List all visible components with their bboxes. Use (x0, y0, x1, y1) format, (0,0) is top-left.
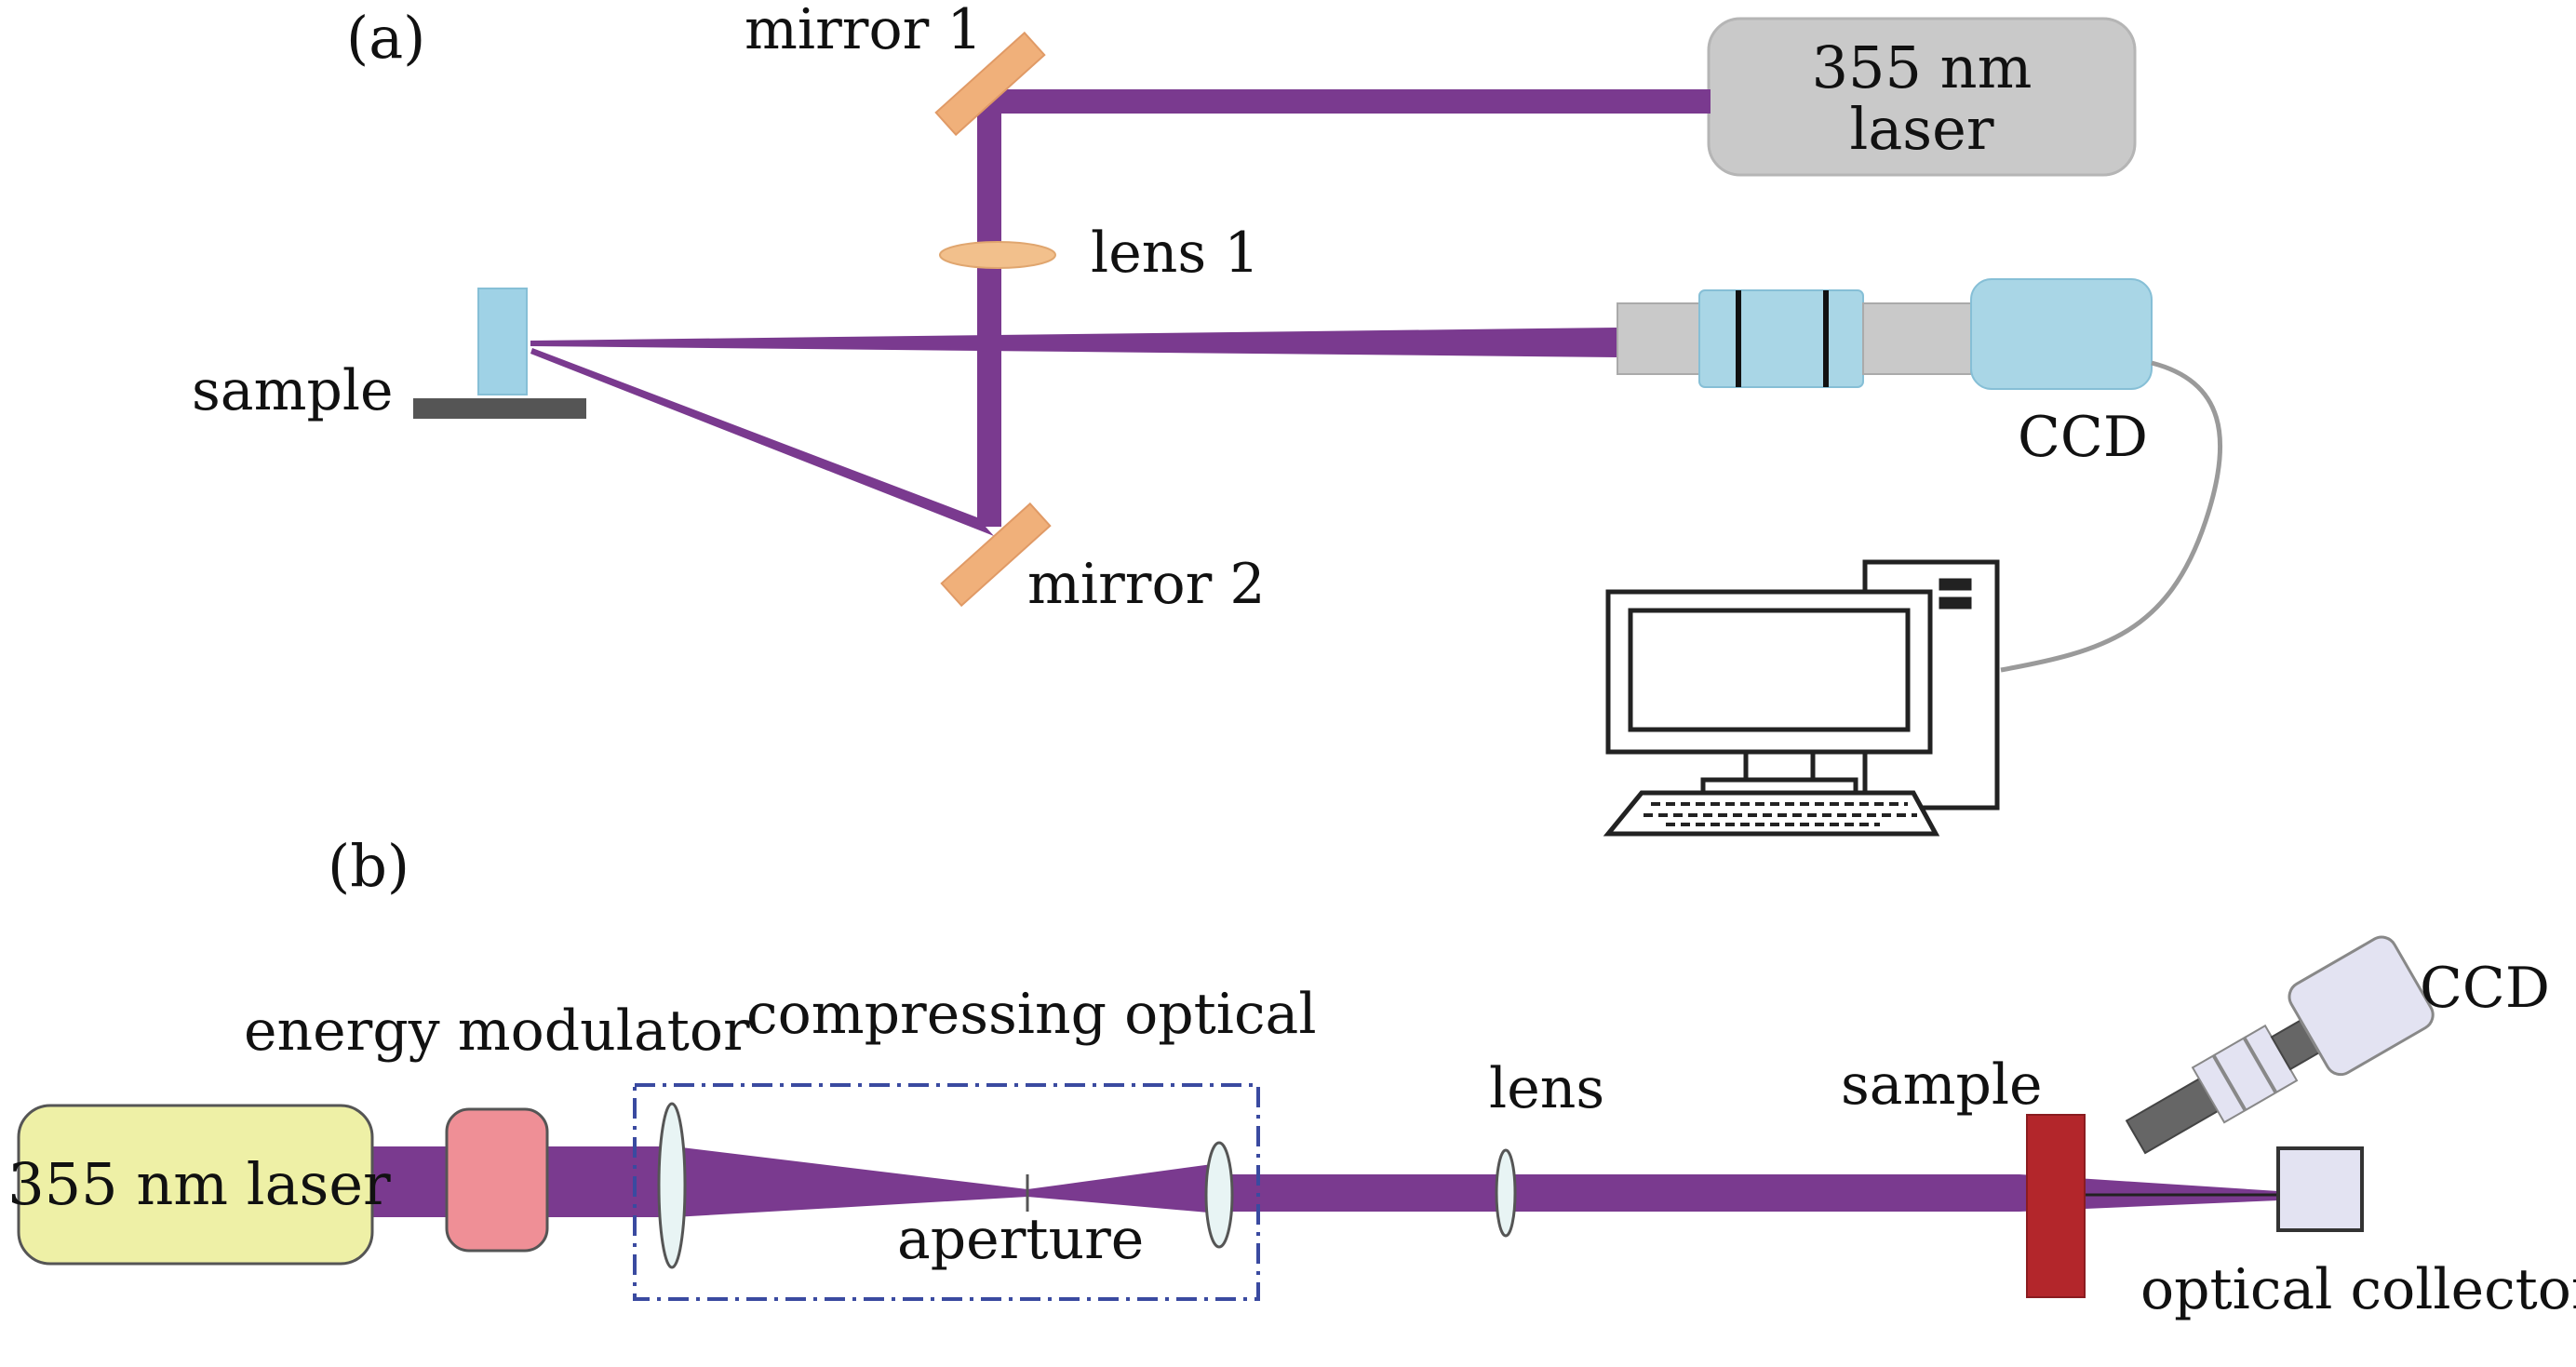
panel-a: (a) 355 nm laser mirror 1 lens 1 mirror … (192, 0, 2223, 837)
aperture-label: aperture (897, 1207, 1144, 1272)
beam-mirror2-to-sample (530, 348, 994, 536)
mirror-2 (940, 502, 1052, 608)
energy-modulator (445, 1107, 549, 1253)
lens-b (1495, 1148, 1517, 1238)
optical-collector (2276, 1146, 2364, 1232)
panel-b: (b) 355 nm laser energy modulator compre… (7, 832, 2576, 1322)
laser-box-b (17, 1104, 374, 1266)
beam-b-converging (674, 1146, 1027, 1217)
mirror-2-label: mirror 2 (1027, 552, 1266, 617)
lens-b-label: lens (1489, 1056, 1604, 1121)
beam-b-collimated (1219, 1174, 2019, 1212)
beam-b-diverging (1027, 1163, 1219, 1213)
panel-b-label: (b) (328, 832, 409, 900)
panel-a-label: (a) (346, 4, 425, 72)
lens-1 (939, 241, 1056, 269)
mirror-1 (934, 31, 1046, 137)
energy-modulator-label: energy modulator (244, 998, 750, 1064)
laser-label-line1: 355 nm (1812, 34, 2033, 101)
beam-vertical (977, 89, 1001, 527)
laser-label-line2: laser (1850, 95, 1994, 163)
sample-a (477, 288, 528, 395)
mirror-1-label: mirror 1 (745, 0, 983, 62)
ccd-label-a: CCD (2018, 405, 2148, 470)
sample-b-label: sample (1841, 1052, 2043, 1118)
compressing-optical-label: compressing optical (746, 982, 1317, 1047)
lens-1-label: lens 1 (1091, 221, 1259, 286)
compressing-optical-frame (633, 1083, 1260, 1301)
beam-to-ccd (530, 328, 1617, 357)
ccd-cable (2000, 360, 2223, 673)
beam-laser-to-mirror1 (988, 89, 1711, 114)
computer-icon (1603, 559, 2000, 837)
ccd-camera-a (1617, 278, 2153, 390)
ccd-b-label: CCD (2420, 956, 2550, 1021)
sample-stage-a (413, 398, 586, 419)
ccd-camera-b (2125, 935, 2435, 1155)
sample-b (2026, 1114, 2086, 1298)
optical-collector-label: optical collector (2140, 1257, 2576, 1322)
sample-a-label: sample (192, 358, 394, 423)
compress-lens-1 (657, 1102, 687, 1269)
laser-b-label: 355 nm laser (7, 1150, 391, 1218)
compress-lens-2 (1204, 1141, 1234, 1249)
